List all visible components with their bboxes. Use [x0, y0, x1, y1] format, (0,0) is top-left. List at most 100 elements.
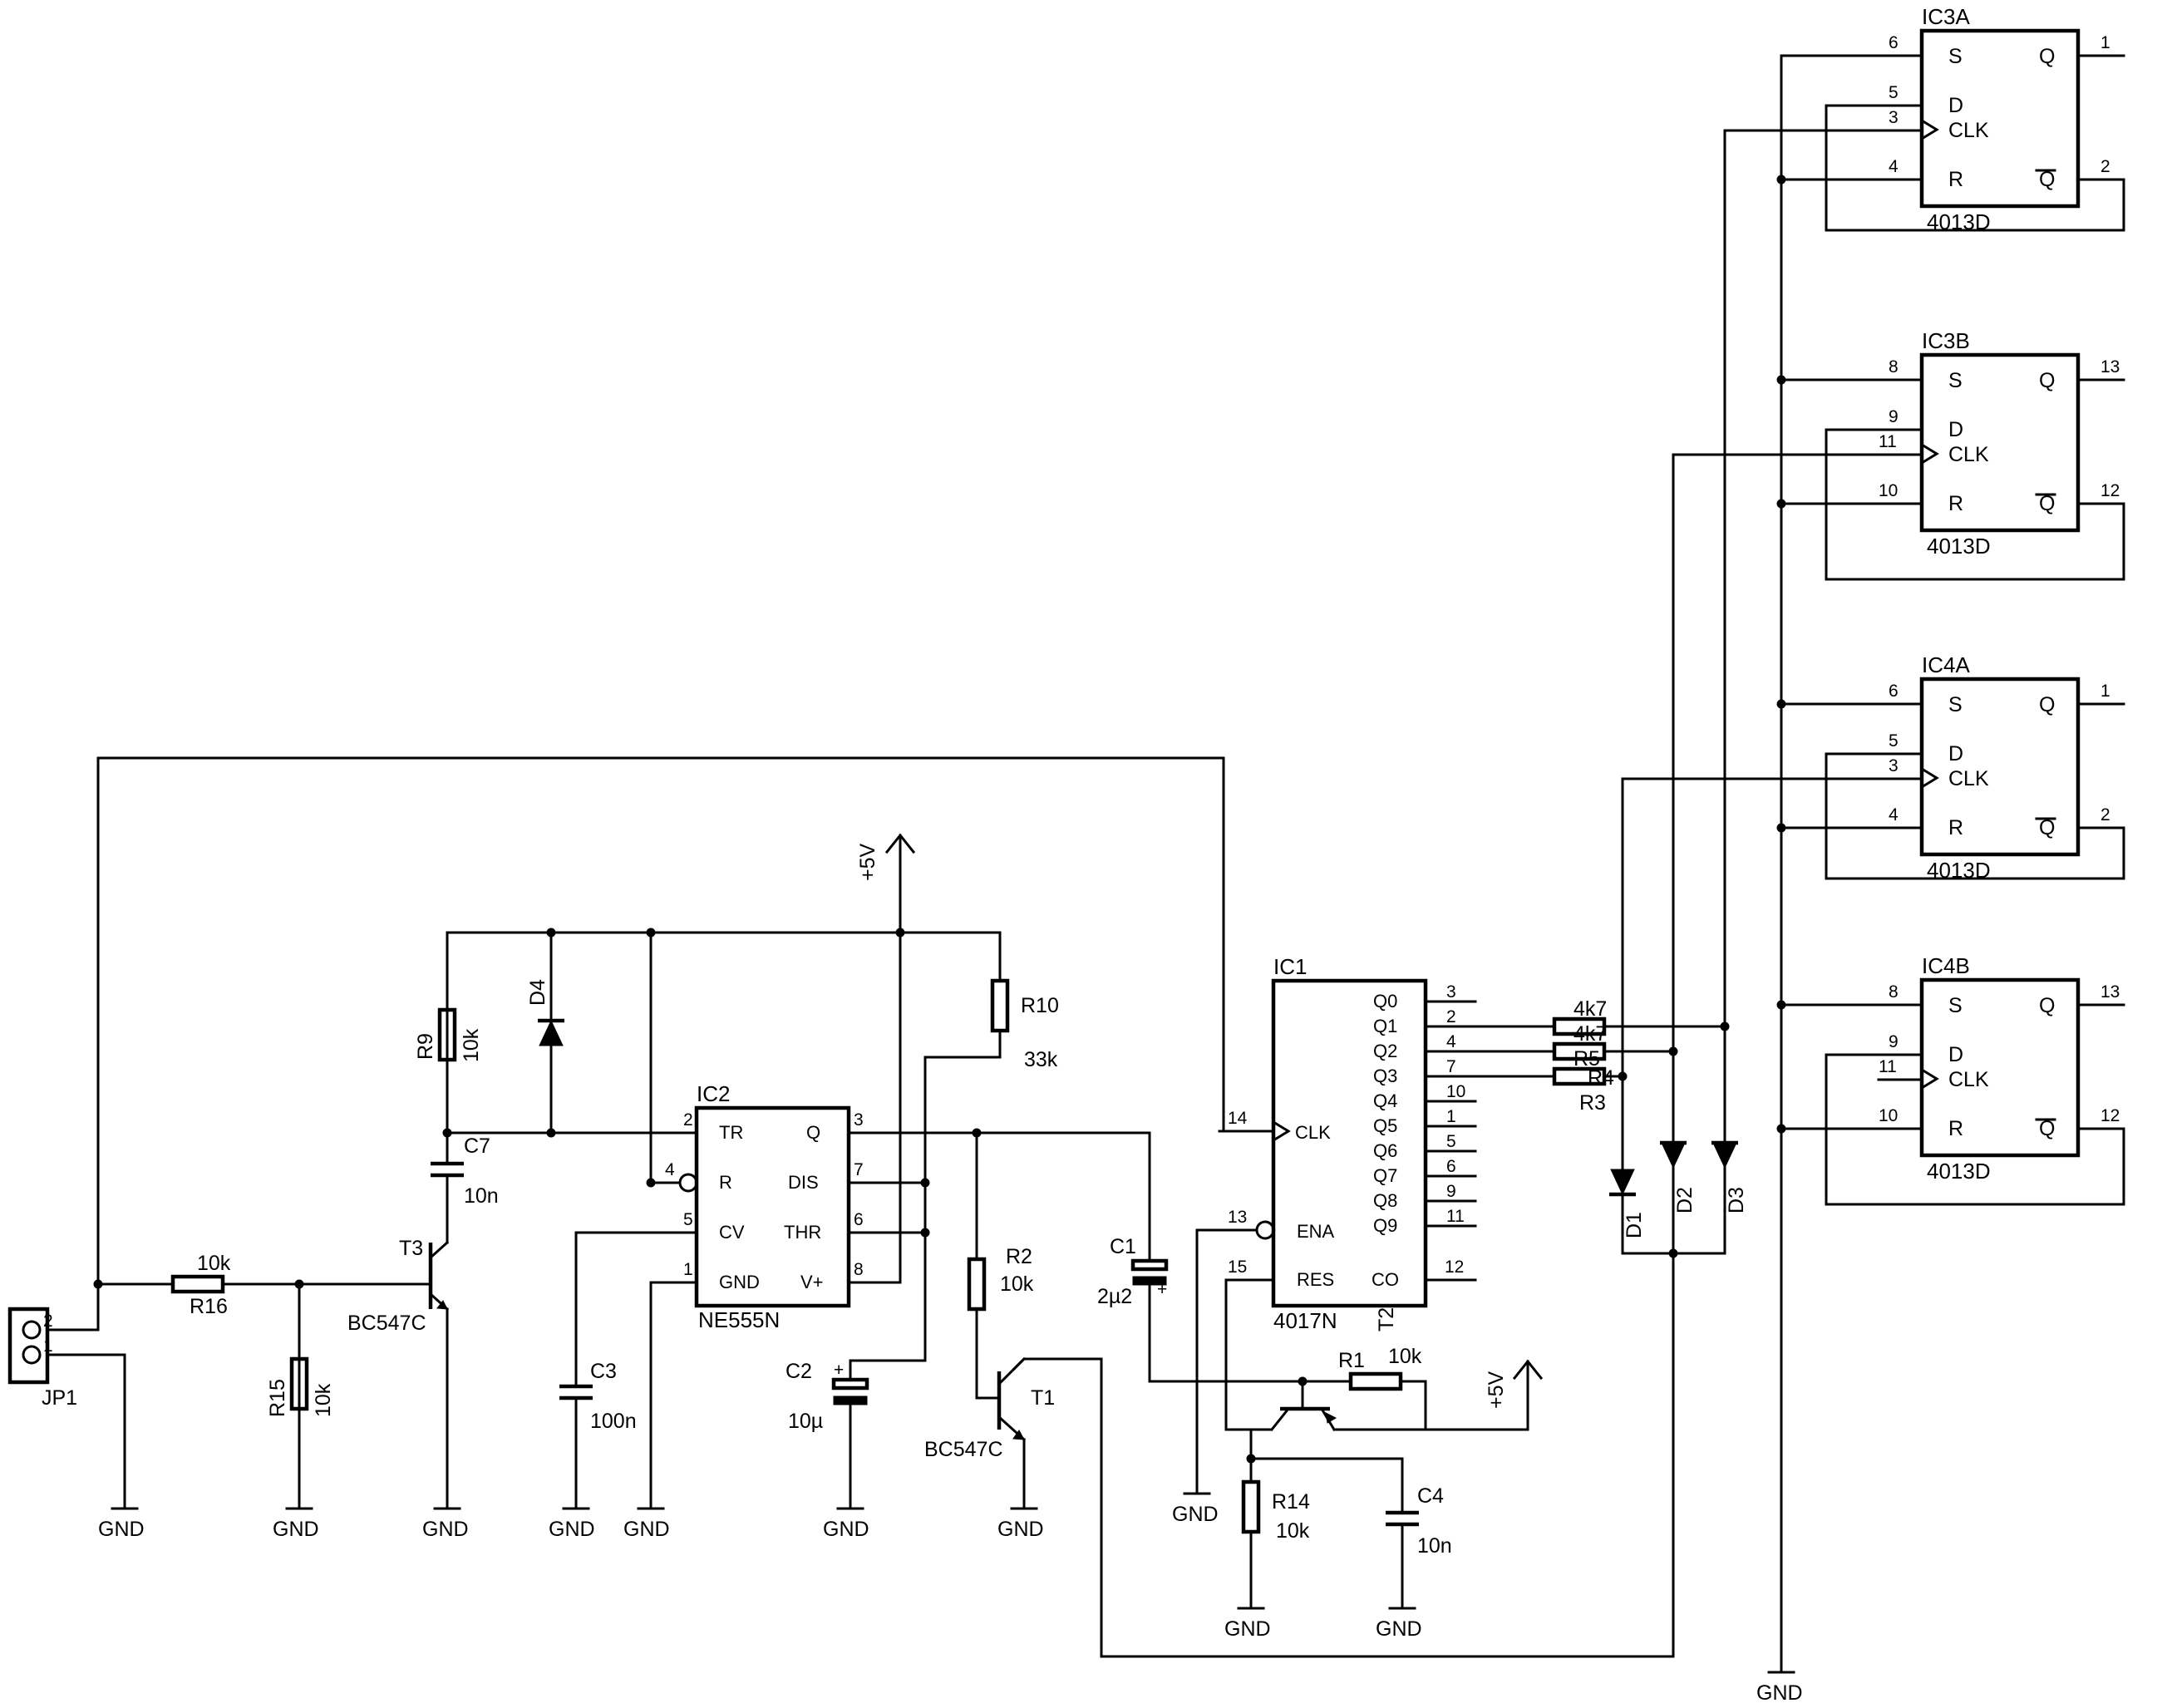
capacitor-value: 10n	[464, 1184, 499, 1208]
resistor-r2	[967, 1257, 987, 1312]
gnd-label: GND	[1756, 1681, 1803, 1705]
ic1-name: IC1	[1273, 954, 1307, 979]
diode-d1-label: D1	[1623, 1212, 1646, 1238]
ff-pin-label: S	[1948, 994, 1963, 1017]
resistor-r15	[289, 1356, 309, 1411]
resistor-value: 10k	[460, 1028, 483, 1062]
ic2-gnd-net: GND	[623, 1281, 698, 1541]
ic1-output-number: 7	[1446, 1057, 1456, 1076]
ff-pin-label: D	[1948, 418, 1963, 441]
jp1-pin-number: 1	[43, 1336, 53, 1356]
capacitor-name: C1	[1110, 1235, 1136, 1258]
resistor-r9	[437, 1007, 457, 1062]
ff-pin-number: 2	[2100, 805, 2110, 824]
gnd-label: GND	[273, 1518, 319, 1541]
gnd-label: GND	[422, 1518, 469, 1541]
resistor-value: 10k	[1388, 1345, 1422, 1368]
ff-pin-number: 8	[1889, 982, 1899, 1002]
ff-name: IC3A	[1922, 4, 1970, 29]
resistor-r9-group: R9 10k	[414, 931, 483, 1135]
ff-pin-label: R	[1948, 168, 1963, 191]
capacitor-c1-group: + C1 2µ2	[1097, 1131, 1304, 1383]
vcc-label: +5V	[1485, 1371, 1508, 1409]
flip-flops: IC3A 4013D S Q D CLK R Q 6 5 3 4 1 2 IC3…	[1621, 4, 2125, 1206]
ic1-output-label: Q3	[1373, 1066, 1397, 1086]
ff-pin-number: 3	[1889, 756, 1899, 775]
ic1-output-number: 10	[1446, 1082, 1465, 1101]
ic1-output-label: Q9	[1373, 1215, 1397, 1236]
ic1-output-network: 4k7 4k7 R5 R4 R3	[1474, 997, 1730, 1115]
ff-pin-number: 1	[2100, 682, 2110, 701]
resistor-r16	[170, 1274, 225, 1294]
ic2-timer: IC2 NE555N TR R CV GND Q DIS THR V+ 2 4 …	[665, 1081, 864, 1332]
gnd-label: GND	[823, 1518, 869, 1541]
ff-pin-number: 1	[2100, 33, 2110, 52]
ff-pin-label: R	[1948, 1117, 1963, 1140]
polarity-plus: +	[1157, 1280, 1167, 1299]
resistor-value: 10k	[1000, 1272, 1034, 1296]
ff-pin-label: Q	[2039, 816, 2055, 839]
ff-pin-number: 10	[1879, 481, 1898, 500]
ic1-output-number: 4	[1446, 1032, 1456, 1051]
ic1-output-number: 1	[1446, 1107, 1456, 1126]
ff-pin-number: 5	[1889, 83, 1899, 102]
ic1-output-label: Q5	[1373, 1115, 1397, 1136]
ic1-pin-label: ENA	[1297, 1221, 1335, 1242]
ff-pin-label: Q	[2039, 492, 2055, 515]
capacitor-value: 100n	[590, 1410, 637, 1433]
diode-d4-group: D4	[526, 931, 564, 1135]
ic1-pin-label: CLK	[1295, 1122, 1331, 1143]
capacitor-value: 2µ2	[1097, 1285, 1132, 1308]
flip-flop-ic4a: IC4A 4013D S Q D CLK R Q 6 5 3 4 1 2	[1621, 652, 2125, 883]
resistor-value: 4k7	[1573, 1022, 1607, 1046]
flip-flop-ic3b: IC3B 4013D S Q D CLK R Q 8 9 11 10 13 12	[1672, 328, 2125, 581]
resistor-name: R16	[190, 1295, 228, 1318]
ic2-pin-number: 4	[665, 1160, 675, 1179]
supply-rail: +5V	[446, 833, 1002, 1284]
ff-pin-label: D	[1948, 742, 1963, 765]
ff-pin-label: S	[1948, 369, 1963, 392]
ic2-output-net: R2 10k	[847, 1128, 1151, 1400]
diode-d3-label: D3	[1725, 1187, 1748, 1213]
ff-name: IC4A	[1922, 652, 1970, 677]
flip-flop-ic4b: IC4B 4013D S Q D CLK R Q 8 9 11 10 13 12	[1780, 953, 2125, 1206]
resistor-value: 33k	[1024, 1048, 1058, 1071]
ic1-output-number: 3	[1446, 982, 1456, 1002]
resistor-name: R10	[1021, 994, 1059, 1017]
ic2-pin-label: DIS	[788, 1172, 819, 1193]
ic1-output-number: 9	[1446, 1182, 1456, 1201]
ic2-pin-label: CV	[719, 1222, 745, 1243]
ic1-pin-number: 14	[1228, 1109, 1248, 1128]
set-reset-gnd-bus: GND	[1756, 54, 1803, 1705]
transistor-t1-group: T1 BC547C GND	[924, 1356, 1055, 1541]
ff-pin-number: 11	[1879, 432, 1897, 451]
ic1-pin-label: CO	[1372, 1269, 1399, 1290]
ff-pin-label: R	[1948, 492, 1963, 515]
ic1-output-label: Q2	[1373, 1041, 1397, 1061]
ff-pin-number: 9	[1889, 1032, 1899, 1051]
ff-pin-number: 12	[2100, 1106, 2120, 1125]
resistor-name: R5	[1573, 1047, 1600, 1071]
gnd-label: GND	[1172, 1503, 1219, 1526]
ff-pin-number: 10	[1879, 1106, 1898, 1125]
transistor-t3-group: T3 BC547C GND	[347, 1237, 469, 1541]
ff-pin-number: 9	[1889, 407, 1899, 426]
ff-pin-label: D	[1948, 1043, 1963, 1066]
resistor-r10	[990, 978, 1010, 1033]
capacitor-c2-group: + C2 10µ GND	[786, 1359, 927, 1541]
ic2-pin-number: 3	[854, 1110, 864, 1130]
reset-circuit: T2 R1 10k +5V R14 10k GND C4 10n GND	[1224, 1307, 1544, 1641]
ff-clock-lines	[1621, 129, 1726, 1149]
ic2-pin-number: 1	[683, 1260, 693, 1279]
ic1-output-number: 2	[1446, 1007, 1456, 1026]
capacitor-c7-group: C7 10n	[431, 1131, 499, 1244]
ic2-pin-number: 6	[854, 1210, 864, 1229]
ff-pin-number: 13	[2100, 357, 2120, 377]
connector-jp1	[7, 1307, 50, 1385]
ff-pin-number: 6	[1889, 33, 1899, 52]
ic2-pin-number: 7	[854, 1160, 864, 1179]
gnd-label: GND	[1376, 1617, 1422, 1641]
